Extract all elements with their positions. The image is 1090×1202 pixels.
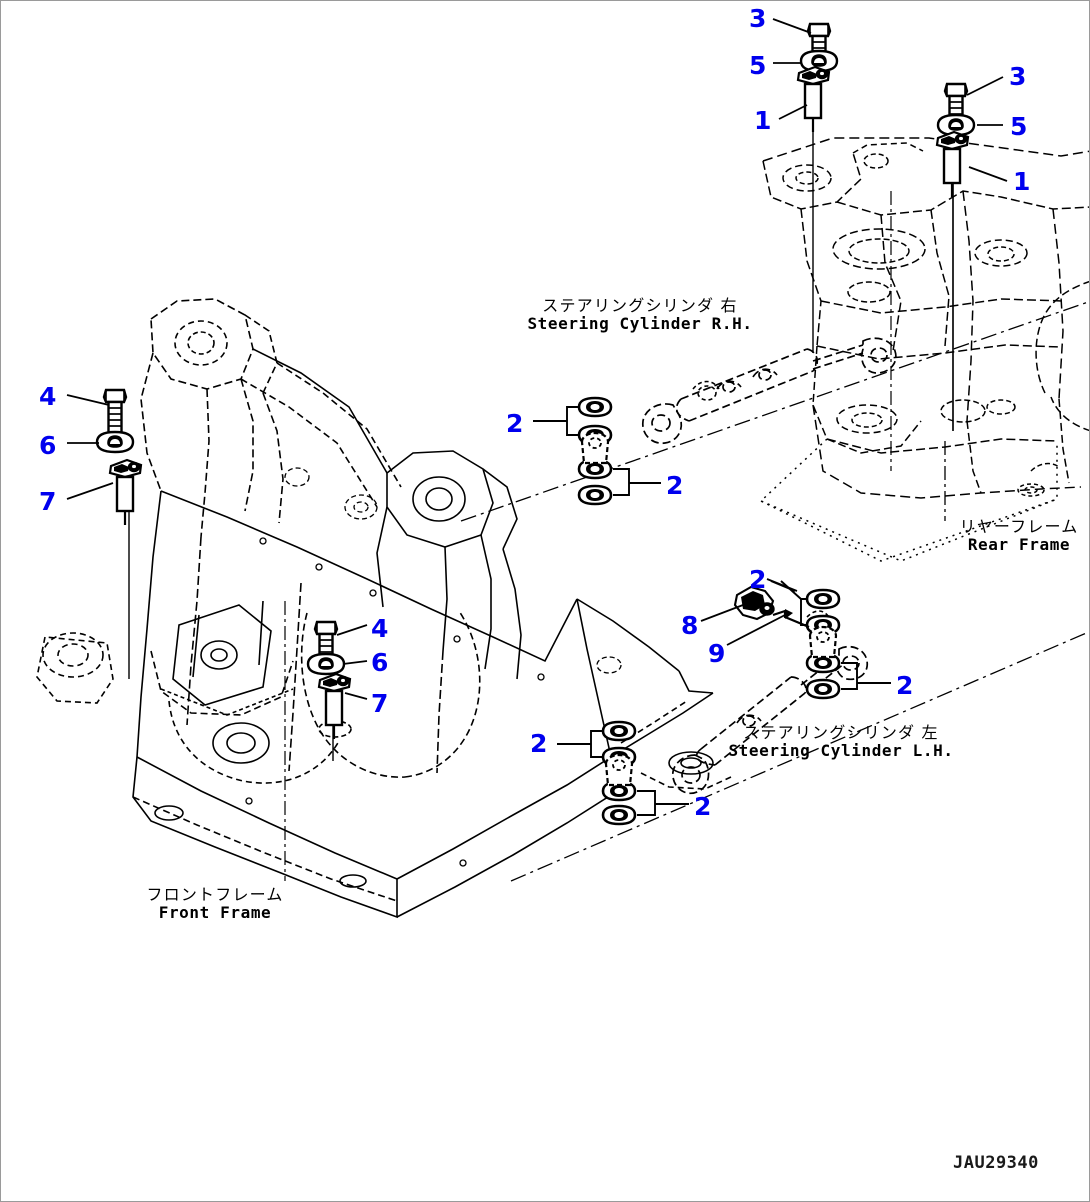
- callout-1-right: 1: [1013, 167, 1031, 196]
- label-rear-frame-jp: リヤーフレーム: [959, 517, 1079, 536]
- cylinder-eye-lh-2: [604, 753, 634, 787]
- bushing-icon: [805, 678, 841, 700]
- pin-assembly-icon: [108, 458, 143, 527]
- callout-4-lower-mid: 4: [371, 614, 389, 643]
- callout-2-lh-left: 2: [530, 729, 548, 758]
- bushing-icon: [805, 588, 841, 610]
- label-steering-cylinder-lh-jp: ステアリングシリンダ 左: [743, 723, 939, 742]
- label-rear-frame-en: Rear Frame: [967, 534, 1071, 554]
- callout-8: 8: [681, 611, 699, 640]
- clamp-icon: [733, 585, 775, 621]
- callout-7-lower-mid: 7: [371, 689, 389, 718]
- bushing-icon: [601, 804, 637, 826]
- pin-assembly-icon: [317, 672, 352, 741]
- pin-assembly-icon: [796, 65, 831, 134]
- label-steering-cylinder-rh-en: Steering Cylinder R.H.: [527, 313, 753, 333]
- label-steering-cylinder-lh: ステアリングシリンダ 左 Steering Cylinder L.H.: [728, 724, 953, 760]
- callout-7-upper-left: 7: [39, 487, 57, 516]
- steering-cylinder-rh: [642, 337, 897, 445]
- bushing-icon: [577, 396, 613, 418]
- callout-5-top: 5: [749, 51, 767, 80]
- rod-pin-icon: [772, 609, 810, 629]
- bushing-pair-lh-left: [557, 720, 637, 768]
- centerline-rh: [460, 301, 1089, 522]
- fastener-stack-top-right: [935, 82, 976, 199]
- bushing-icon: [577, 484, 613, 506]
- bushing-icon: [601, 720, 637, 742]
- callout-5-right: 5: [1010, 112, 1028, 141]
- callout-6-upper-left: 6: [39, 431, 57, 460]
- callout-2-rh-lower: 2: [666, 471, 684, 500]
- callout-2-lh-upper: 2: [749, 565, 767, 594]
- bushing-pair-rh-upper: [533, 396, 613, 446]
- centerline-lh: [510, 631, 1089, 882]
- callout-2-lh-right: 2: [896, 671, 914, 700]
- fastener-stack-top-left: [796, 22, 839, 134]
- leader-lines-top-right: [966, 76, 1008, 182]
- cylinder-fittings: [692, 380, 830, 618]
- lock-washer-icon: [95, 430, 135, 454]
- callout-9: 9: [708, 639, 726, 668]
- rear-frame-assembly: [759, 137, 1089, 562]
- bushing-pair-lh-bottom: [601, 780, 689, 826]
- pin-assembly-icon: [935, 130, 970, 199]
- leader-lines-front-upper: [66, 394, 114, 500]
- bushing-pair-lh-upper: [766, 578, 841, 636]
- label-steering-cylinder-rh: ステアリングシリンダ 右 Steering Cylinder R.H.: [527, 297, 752, 333]
- drawing-number: JAU29340: [953, 1153, 1039, 1173]
- bushing-pair-rh-lower: [577, 458, 661, 506]
- callout-1-top: 1: [754, 106, 772, 135]
- callout-3-top: 3: [749, 4, 767, 33]
- label-steering-cylinder-rh-jp: ステアリングシリンダ 右: [542, 296, 738, 315]
- label-steering-cylinder-lh-en: Steering Cylinder L.H.: [728, 740, 954, 760]
- bushing-pair-lh-lower: [805, 652, 891, 700]
- cylinder-eye-rh: [580, 431, 610, 465]
- callout-3-right: 3: [1009, 62, 1027, 91]
- front-frame-assembly: [36, 298, 732, 919]
- lock-washer-icon: [306, 652, 346, 676]
- fastener-stack-front-upper: [95, 388, 143, 527]
- label-front-frame: フロントフレーム Front Frame: [146, 886, 283, 922]
- label-front-frame-jp: フロントフレーム: [146, 885, 284, 904]
- cylinder-eye-lh: [808, 625, 838, 659]
- leader-lines-clamp-rod: [700, 580, 796, 646]
- leader-lines-front-lower: [336, 624, 368, 700]
- callout-4-upper-left: 4: [39, 382, 57, 411]
- callout-2-rh-upper: 2: [506, 409, 524, 438]
- label-front-frame-en: Front Frame: [158, 902, 272, 922]
- leader-lines-top-left: [772, 18, 812, 120]
- callout-2-lh-bottom: 2: [694, 792, 712, 821]
- label-rear-frame: リヤーフレーム Rear Frame: [960, 518, 1079, 554]
- callout-6-lower-mid: 6: [371, 648, 389, 677]
